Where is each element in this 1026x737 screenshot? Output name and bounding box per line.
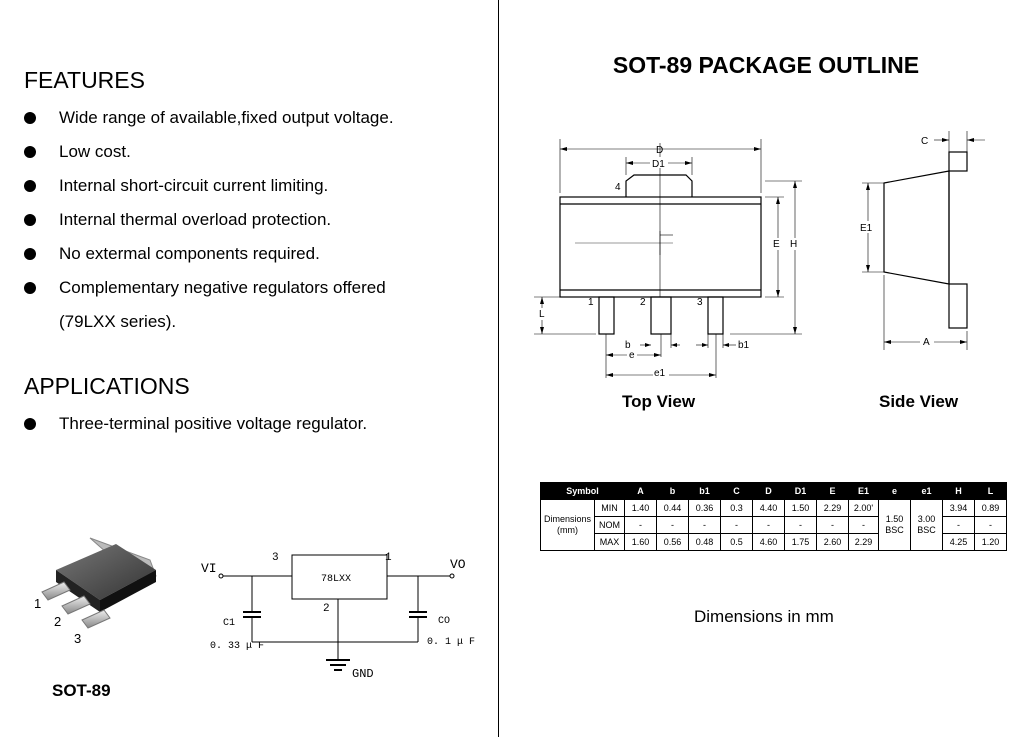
c1-value: 0. 33 μ F <box>210 641 264 652</box>
dim-A-label: A <box>923 337 930 348</box>
table-header-cell: E <box>816 482 849 500</box>
dim-L-label: L <box>539 309 545 320</box>
c0-label: CO <box>438 616 450 627</box>
vo-label: VO <box>450 557 466 572</box>
regulator-label: 78LXX <box>321 574 351 585</box>
table-group-label: Dimensions(mm) <box>540 499 595 551</box>
table-row: Dimensions(mm) MIN 1.40 0.44 0.36 0.3 4.… <box>540 499 1007 551</box>
table-header-cell: H <box>942 482 975 500</box>
c1-label: C1 <box>223 618 235 629</box>
table-header-cell: C <box>720 482 753 500</box>
vi-label: VI <box>201 561 217 576</box>
regulator-box <box>291 554 388 600</box>
bullet-icon <box>24 146 36 158</box>
table-header-cell: Symbol <box>540 482 625 500</box>
dim-D-label: D <box>656 145 663 156</box>
table-header-cell: b1 <box>688 482 721 500</box>
pin1-label: 1 <box>588 297 594 308</box>
table-header-cell: D <box>752 482 785 500</box>
bullet-icon <box>24 112 36 124</box>
table-row: MAX 1.60 0.56 0.48 0.5 4.60 1.75 2.60 2.… <box>541 533 1007 551</box>
pin4-label: 4 <box>615 182 621 193</box>
dim-e-label: e <box>629 350 635 361</box>
side-view-lead-bottom <box>948 283 968 329</box>
circuit-pin2-label: 2 <box>323 603 330 615</box>
component-pin3-label: 3 <box>74 631 81 646</box>
bullet-icon <box>24 248 36 260</box>
component-pin1-label: 1 <box>34 596 41 611</box>
table-header-cell: E1 <box>848 482 879 500</box>
table-header-cell: A <box>624 482 657 500</box>
table-header-cell: e1 <box>910 482 943 500</box>
side-view-label: Side View <box>879 392 959 411</box>
table-header-row: Symbol A b b1 C D D1 E E1 e e1 H L <box>540 482 1007 500</box>
top-view-tab <box>625 174 693 197</box>
table-header-cell: L <box>974 482 1007 500</box>
dimensions-table: Symbol A b b1 C D D1 E E1 e e1 H L Dimen… <box>540 482 1007 551</box>
side-view-body <box>883 170 950 285</box>
dim-E-label: E <box>773 239 780 250</box>
pin2-label: 2 <box>640 297 646 308</box>
top-view-drawing: D D1 4 E H L 1 2 3 b b1 e <box>534 139 802 379</box>
dim-D1-label: D1 <box>652 159 665 170</box>
side-view-lead-top <box>948 151 968 172</box>
dim-b-label: b <box>625 340 631 351</box>
sot89-component-illustration: 1 2 3 <box>34 537 157 646</box>
dim-b1-label: b1 <box>738 340 750 351</box>
top-view-label: Top View <box>622 392 696 411</box>
pin3-label: 3 <box>697 297 703 308</box>
bullet-icon <box>24 214 36 226</box>
side-view-drawing: C E1 A <box>860 131 985 350</box>
circuit-pin1-label: 1 <box>385 552 392 564</box>
list-item-continuation: (79LXX series). <box>59 312 177 331</box>
applications-heading: APPLICATIONS <box>24 373 190 399</box>
application-circuit: VI 78LXX 3 1 2 VO C1 0. 33 μ F CO 0. 1 μ… <box>201 552 475 681</box>
dim-E1-label: E1 <box>860 223 873 234</box>
top-view-lead3 <box>707 296 724 335</box>
component-pin2-label: 2 <box>54 614 61 629</box>
vo-terminal <box>449 573 455 579</box>
top-view-body <box>559 196 762 298</box>
c0-value: 0. 1 μ F <box>427 637 475 648</box>
vi-terminal <box>218 573 224 579</box>
bullet-icon <box>24 418 36 430</box>
column-divider <box>498 0 499 737</box>
dim-e1-label: e1 <box>654 368 666 379</box>
table-header-cell: e <box>878 482 911 500</box>
top-view-lead2 <box>650 296 672 335</box>
top-view-lead1 <box>598 296 615 335</box>
component-label: SOT-89 <box>52 681 111 700</box>
table-header-cell: b <box>656 482 689 500</box>
circuit-pin3-label: 3 <box>272 552 279 564</box>
package-title: SOT-89 PACKAGE OUTLINE <box>612 52 920 78</box>
dimensions-note: Dimensions in mm <box>694 607 834 626</box>
bullet-icon <box>24 282 36 294</box>
dim-H-label: H <box>790 239 797 250</box>
features-heading: FEATURES <box>24 67 145 93</box>
dim-C-label: C <box>921 136 928 147</box>
table-header-cell: D1 <box>784 482 817 500</box>
gnd-label: GND <box>352 667 374 681</box>
bullet-icon <box>24 180 36 192</box>
